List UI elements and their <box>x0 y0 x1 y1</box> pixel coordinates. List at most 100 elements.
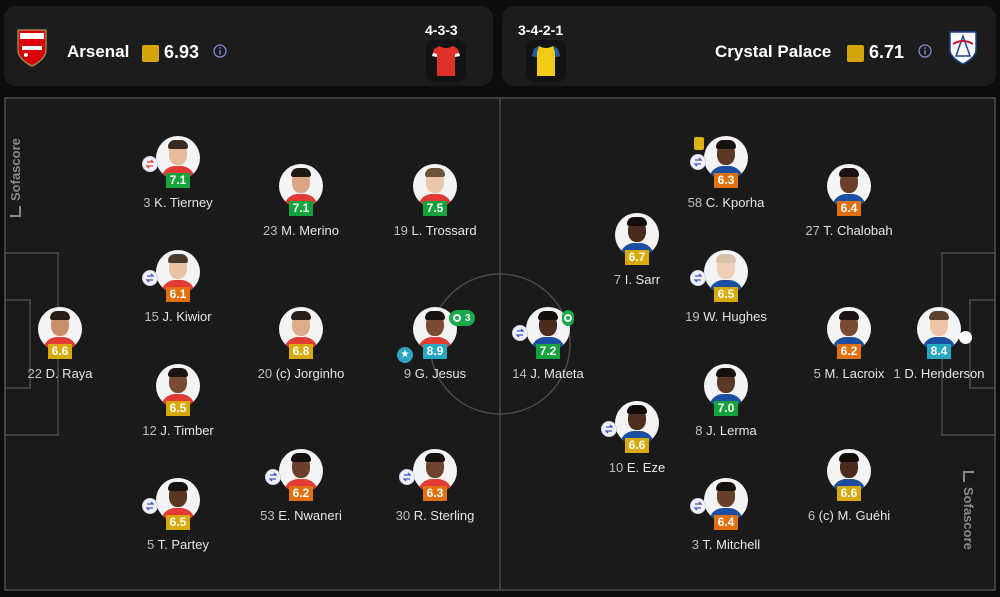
sofascore-watermark: Sofascore <box>961 471 976 550</box>
info-icon[interactable] <box>918 44 932 58</box>
player-photo <box>413 449 457 493</box>
player-card[interactable]: 7.1 3 K. Tierney <box>108 136 248 216</box>
player-photo <box>704 136 748 180</box>
goal-badge <box>562 310 574 326</box>
substitution-icon <box>142 498 158 514</box>
player-card[interactable]: 6.5 19 W. Hughes <box>656 250 796 330</box>
player-card[interactable]: 7.1 23 M. Merino <box>231 164 371 244</box>
player-name: 1 D. Henderson <box>893 366 985 381</box>
player-name: 5 M. Lacroix <box>813 366 885 381</box>
player-name: 27 T. Chalobah <box>805 223 893 238</box>
player-name: 14 J. Mateta <box>512 366 584 381</box>
yellow-card-icon <box>694 137 704 150</box>
substitution-icon <box>399 469 415 485</box>
player-card[interactable]: 7.5 19 L. Trossard <box>365 164 505 244</box>
player-name: 58 C. Kporha <box>687 195 765 210</box>
substitution-icon <box>690 498 706 514</box>
player-name: 22 D. Raya <box>27 366 93 381</box>
player-rating: 7.1 <box>166 173 190 188</box>
away-shirt-icon <box>532 46 560 76</box>
away-team-rating: 6.71 <box>869 42 905 62</box>
player-card[interactable]: 6.7 7 I. Sarr <box>567 213 707 293</box>
player-card[interactable]: 6.5 5 T. Partey <box>108 478 248 558</box>
player-rating: 6.3 <box>714 173 738 188</box>
player-card[interactable]: 6.2 5 M. Lacroix <box>779 307 919 387</box>
player-card[interactable]: 6.6 22 D. Raya <box>0 307 130 387</box>
player-rating: 7.2 <box>536 344 560 359</box>
player-of-the-match-star-icon: ★ <box>397 347 413 363</box>
player-card[interactable]: 6.2 53 E. Nwaneri <box>231 449 371 529</box>
player-name: 19 L. Trossard <box>393 223 477 238</box>
player-rating: 6.6 <box>48 344 72 359</box>
player-rating: 6.5 <box>166 515 190 530</box>
sofascore-watermark: Sofascore <box>8 138 23 217</box>
player-name: 9 G. Jesus <box>403 366 467 381</box>
substitution-icon <box>265 469 281 485</box>
player-rating: 6.5 <box>714 287 738 302</box>
goals-badge: 3 <box>449 310 475 326</box>
player-rating: 6.6 <box>625 438 649 453</box>
goal-ball-icon <box>451 312 463 324</box>
crystal-palace-crest-icon[interactable] <box>948 30 978 71</box>
player-card[interactable]: 7.2 14 J. Mateta <box>478 307 618 387</box>
substitution-icon <box>690 154 706 170</box>
player-card[interactable]: 7.0 8 J. Lerma <box>656 364 796 444</box>
player-name: 3 K. Tierney <box>143 195 213 210</box>
player-rating: 7.0 <box>714 401 738 416</box>
sofascore-brand-text: Sofascore <box>8 138 23 201</box>
player-card[interactable]: 6.3 30 R. Sterling <box>365 449 505 529</box>
player-name: 12 J. Timber <box>142 423 214 438</box>
info-icon[interactable] <box>213 44 227 58</box>
player-rating: 8.9 <box>423 344 447 359</box>
player-name: 20 (c) Jorginho <box>257 366 345 381</box>
home-team-rating: 6.93 <box>164 42 200 62</box>
player-name: 6 (c) M. Guéhi <box>807 508 891 523</box>
substitution-icon <box>690 270 706 286</box>
player-card[interactable]: 6.3 58 C. Kporha <box>656 136 796 216</box>
player-name: 5 T. Partey <box>147 537 209 552</box>
player-photo <box>615 401 659 445</box>
player-name: 30 R. Sterling <box>395 508 475 523</box>
player-name: 10 E. Eze <box>608 460 666 475</box>
player-card[interactable]: 3 ★ 8.9 9 G. Jesus <box>365 307 505 387</box>
player-name: 8 J. Lerma <box>695 423 757 438</box>
substitution-icon <box>601 421 617 437</box>
player-rating: 6.6 <box>837 486 861 501</box>
player-card[interactable]: 6.6 6 (c) M. Guéhi <box>779 449 919 529</box>
player-rating: 6.4 <box>837 201 861 216</box>
substitution-icon <box>512 325 528 341</box>
away-team-name[interactable]: Crystal Palace <box>715 42 832 61</box>
player-card[interactable]: 6.6 10 E. Eze <box>567 401 707 481</box>
player-rating: 6.8 <box>289 344 313 359</box>
substitution-icon <box>142 156 158 172</box>
player-photo <box>704 478 748 522</box>
player-card[interactable]: 6.8 20 (c) Jorginho <box>231 307 371 387</box>
player-rating: 7.1 <box>289 201 313 216</box>
player-name: 15 J. Kiwior <box>144 309 212 324</box>
substitution-icon <box>142 270 158 286</box>
player-photo <box>156 478 200 522</box>
home-kit <box>426 40 466 82</box>
player-rating: 6.5 <box>166 401 190 416</box>
home-team-header: Arsenal 6.93 4-3-3 <box>4 6 493 86</box>
away-kit <box>526 40 566 82</box>
away-team-rating-square <box>847 45 864 62</box>
player-rating: 8.4 <box>927 344 951 359</box>
player-card[interactable]: 8.4 1 D. Henderson <box>869 307 1000 387</box>
goal-ball-icon <box>562 312 574 324</box>
arsenal-crest-icon[interactable] <box>16 28 48 73</box>
player-name: 19 W. Hughes <box>685 309 767 324</box>
player-rating: 6.4 <box>714 515 738 530</box>
player-name: 23 M. Merino <box>263 223 339 238</box>
home-formation: 4-3-3 <box>425 22 458 38</box>
player-card[interactable]: 6.4 3 T. Mitchell <box>656 478 796 558</box>
player-card[interactable]: 6.1 15 J. Kiwior <box>108 250 248 330</box>
player-rating: 6.3 <box>423 486 447 501</box>
home-team-name[interactable]: Arsenal <box>67 42 130 61</box>
home-shirt-icon <box>432 46 460 76</box>
player-card[interactable]: 6.5 12 J. Timber <box>108 364 248 444</box>
away-team-header: 3-4-2-1 Crystal Palace 6.71 <box>502 6 996 86</box>
player-card[interactable]: 6.4 27 T. Chalobah <box>779 164 919 244</box>
sofascore-logo-icon <box>10 206 21 217</box>
player-name: 53 E. Nwaneri <box>260 508 342 523</box>
